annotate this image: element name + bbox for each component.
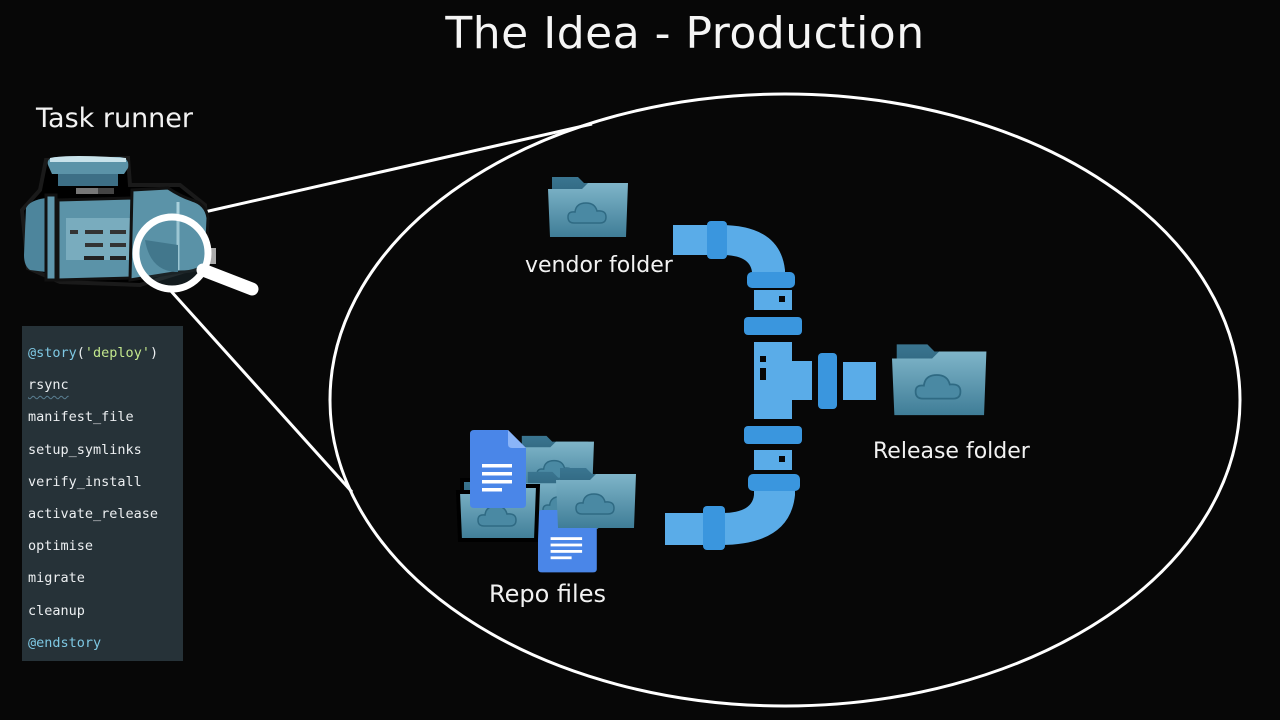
code-task: activate_release bbox=[28, 505, 159, 522]
vendor-folder-icon bbox=[547, 176, 629, 238]
code-line: activate_release bbox=[22, 503, 183, 535]
code-task: optimise bbox=[28, 538, 94, 555]
code-line: rsync bbox=[22, 374, 183, 406]
release-folder-label: Release folder bbox=[873, 439, 1030, 464]
slide-title: The Idea - Production bbox=[445, 8, 925, 59]
code-line: setup_symlinks bbox=[22, 439, 183, 471]
code-line: optimise bbox=[22, 535, 183, 567]
repo-files-label: Repo files bbox=[489, 580, 606, 608]
code-task: rsync bbox=[28, 377, 69, 394]
code-line: verify_install bbox=[22, 471, 183, 503]
code-string: 'deploy' bbox=[84, 345, 150, 361]
code-task: cleanup bbox=[28, 602, 85, 619]
code-task: setup_symlinks bbox=[28, 441, 142, 458]
code-task: migrate bbox=[28, 570, 85, 587]
repo-files-icon bbox=[456, 430, 637, 573]
code-line: @endstory bbox=[22, 632, 183, 664]
connector-line-top bbox=[199, 122, 593, 215]
code-directive: @story bbox=[28, 345, 77, 361]
code-paren-open: ( bbox=[76, 345, 85, 361]
pipe-junction-icon bbox=[665, 221, 876, 550]
code-directive: @endstory bbox=[28, 634, 102, 651]
zoom-ellipse bbox=[328, 92, 1242, 708]
code-paren-close: ) bbox=[149, 345, 159, 361]
code-task: verify_install bbox=[28, 473, 142, 490]
release-folder-icon bbox=[891, 343, 988, 417]
code-line: manifest_file bbox=[22, 406, 183, 438]
task-runner-label: Task runner bbox=[36, 103, 194, 134]
code-line: cleanup bbox=[22, 600, 183, 632]
vendor-folder-label: vendor folder bbox=[525, 253, 673, 278]
code-task: manifest_file bbox=[28, 409, 134, 426]
code-line: @story('deploy') bbox=[22, 342, 183, 374]
code-line: migrate bbox=[22, 567, 183, 599]
connector-line-bottom bbox=[168, 288, 354, 494]
task-runner-machine-icon bbox=[19, 155, 216, 288]
code-panel: @story('deploy') rsync manifest_file set… bbox=[22, 326, 183, 661]
magnifier-icon bbox=[132, 213, 259, 296]
